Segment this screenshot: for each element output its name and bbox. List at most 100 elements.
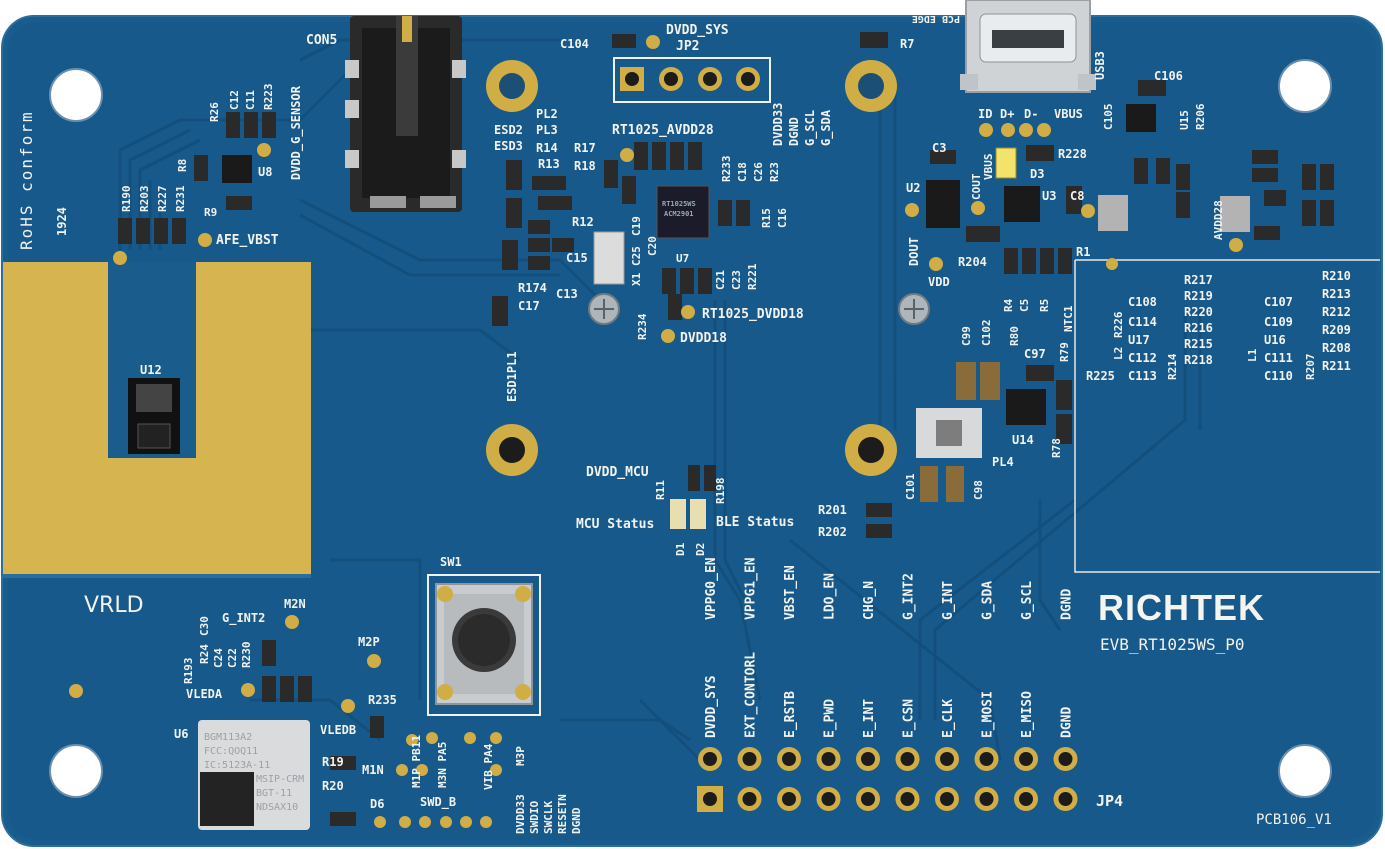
r220-label: R220: [1184, 305, 1213, 319]
u12-optical-sensor: [128, 378, 180, 454]
jp4-mid-pin-label: VPPG1_EN: [744, 557, 759, 620]
jp4-mid-pin-label: G_INT2: [902, 573, 917, 620]
jp4-pin-hole: [900, 752, 915, 766]
usb-pin-id: ID: [978, 107, 992, 121]
refdes-r221: R221: [746, 263, 759, 290]
m2n-label: M2N: [284, 597, 306, 611]
r4-label: R4: [1002, 298, 1015, 312]
r7-label: R7: [900, 37, 914, 51]
afe-vbst-label: AFE_VBST: [216, 233, 279, 248]
jp4-pin-hole: [821, 752, 836, 766]
con5-audio-jack[interactable]: [345, 16, 466, 212]
u17-label: U17: [1128, 333, 1150, 347]
u14-label: U14: [1012, 433, 1034, 447]
r217-label: R217: [1184, 273, 1213, 287]
dvdd-mcu-label: DVDD_MCU: [586, 465, 649, 480]
swd-b-label: SWD_B: [420, 795, 456, 810]
jp4-top-pin-label: EXT_CONTORL: [744, 652, 759, 738]
dvdd18-label: DVDD18: [680, 331, 727, 346]
r79-label: R79: [1058, 342, 1071, 362]
c3-label: C3: [932, 141, 946, 155]
r202-label: R202: [818, 525, 847, 539]
c101-label: C101: [904, 473, 917, 500]
r208-label: R208: [1322, 341, 1351, 355]
jp2-header[interactable]: [613, 57, 771, 103]
r214-label: R214: [1166, 353, 1179, 380]
u16-label: U16: [1264, 333, 1286, 347]
swd-pin-swclk: SWCLK: [542, 801, 555, 834]
refdes-c26: C26: [752, 162, 765, 182]
usb-pin-dplus: D+: [1000, 107, 1014, 121]
rohs-code: 1924: [55, 207, 69, 236]
jp4-top-pin-label: E_CSN: [902, 699, 917, 738]
rt1025-ic: [656, 185, 710, 239]
vdd-label: VDD: [928, 275, 950, 289]
refdes-c16: C16: [776, 208, 789, 228]
refdes-c11: C11: [244, 90, 257, 110]
refdes-r234: R234: [636, 313, 649, 340]
jp4-pin-hole: [1058, 792, 1073, 806]
r24-label: R24: [198, 644, 211, 664]
smd-passives: [118, 32, 1334, 826]
refdes-c19: C19: [630, 216, 643, 236]
jp4-pin-hole: [861, 792, 875, 806]
refdes-r15: R15: [760, 208, 773, 228]
d2-label: D2: [694, 543, 707, 556]
mcu-status-label: MCU Status: [576, 517, 654, 532]
r213-label: R213: [1322, 287, 1351, 301]
gold-standoffs: [486, 60, 897, 476]
m1n-label: M1N: [362, 763, 384, 777]
swd-pin-dvdd33: DVDD33: [514, 794, 527, 834]
r5-label: R5: [1038, 299, 1051, 312]
jp4-top-pin-label: E_INT: [862, 699, 877, 738]
refdes-c15: C15: [566, 251, 588, 265]
jp4-top-pin-label: DGND: [1060, 707, 1075, 738]
jp4-pin-hole: [1058, 752, 1073, 766]
jp4-mid-pin-label: LDO_EN: [823, 573, 838, 620]
esd2-label: ESD2: [494, 123, 523, 137]
jp4-top-pin-label: E_PWD: [823, 699, 838, 738]
jp4-pin-hole: [979, 792, 994, 806]
r193-label: R193: [182, 658, 195, 685]
refdes-r12: R12: [572, 215, 594, 229]
vledb-label: VLEDB: [320, 723, 356, 737]
jp4-label: JP4: [1096, 792, 1123, 810]
module-markings: BGM113A2 FCC:QOQ11 IC:5123A-11 MSIP-CRM …: [204, 732, 304, 813]
refdes-r13: R13: [538, 157, 560, 171]
refdes-x1: X1: [630, 272, 643, 286]
c30-label: C30: [198, 616, 211, 636]
silkscreen: RoHS conform 1924 CON5 DVDD_G_SENSOR AFE…: [17, 13, 1351, 834]
d6-label: D6: [370, 797, 384, 811]
r225-label: R225: [1086, 369, 1115, 383]
r78-label: R78: [1050, 438, 1063, 458]
usb3-micro-usb-connector[interactable]: [960, 0, 1096, 93]
module-line-5: BGT-11: [256, 788, 292, 799]
c108-label: C108: [1128, 295, 1157, 309]
board-name-label: EVB_RT1025WS_P0: [1100, 635, 1245, 654]
c104-label: C104: [560, 37, 589, 51]
pcb-revision-label: PCB106_V1: [1256, 812, 1332, 828]
jp4-top-pin-label: DVDD_SYS: [704, 675, 719, 738]
jp4-mid-pin-label: VPPG0_EN: [704, 557, 719, 620]
sw1-push-button[interactable]: [427, 574, 541, 716]
r1-label: R1: [1076, 245, 1090, 259]
r216-label: R216: [1184, 321, 1213, 335]
esd3-label: ESD3: [494, 139, 523, 153]
refdes-r190: R190: [120, 186, 133, 213]
jp4-header[interactable]: [697, 747, 1078, 812]
u12-label: U12: [140, 363, 162, 377]
r235-label: R235: [368, 693, 397, 707]
rt1025-dvdd18-label: RT1025_DVDD18: [702, 307, 804, 322]
r207-label: R207: [1304, 354, 1317, 381]
module-line-4: MSIP-CRM: [256, 774, 304, 785]
c105-label: C105: [1102, 104, 1115, 131]
c8-label: C8: [1070, 189, 1084, 203]
refdes-c13: C13: [556, 287, 578, 301]
c110-label: C110: [1264, 369, 1293, 383]
cout-label: COUT: [970, 173, 983, 200]
r198-label: R198: [714, 478, 727, 505]
c113-label: C113: [1128, 369, 1157, 383]
swd-pin-swdio: SWDIO: [528, 801, 541, 834]
refdes-c23: C23: [730, 270, 743, 290]
jp4-pin-hole: [742, 792, 757, 806]
